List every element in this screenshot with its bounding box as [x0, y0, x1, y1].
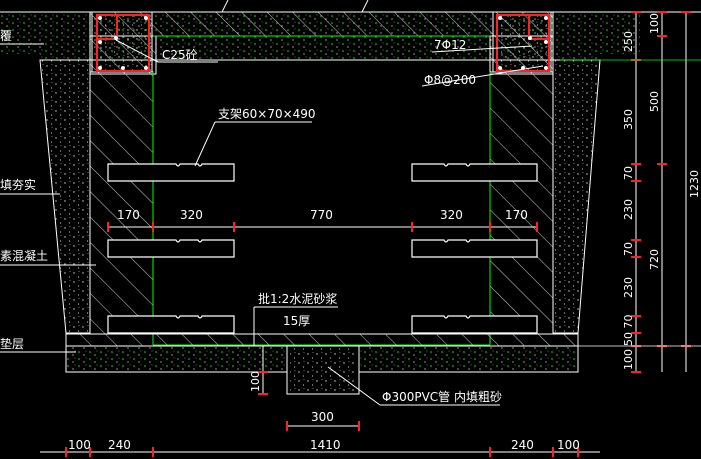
rebar-right	[496, 14, 550, 72]
dim-inner-3: 770	[310, 208, 333, 222]
pvc-pipe-trench	[286, 345, 360, 395]
dim-bottom-5: 100	[557, 438, 580, 452]
label-rebar-main: 7Φ12	[434, 38, 466, 52]
dim-pipe-width-line	[286, 421, 360, 431]
channel-wall-left	[89, 71, 154, 345]
dim-inner-5: 170	[505, 208, 528, 222]
bracket-left-3	[107, 315, 235, 334]
dim-pipe-depth-line	[258, 346, 268, 395]
label-rebar-stirrup: Φ8@200	[424, 73, 476, 87]
dim-v-70a: 70	[622, 166, 635, 180]
dim-pipe-depth: 100	[249, 371, 262, 392]
bracket-right-1	[411, 163, 538, 182]
dim-r-720: 720	[648, 249, 661, 270]
dim-pipe-width: 300	[311, 410, 334, 424]
dim-inner-1: 170	[117, 208, 140, 222]
label-left-1: 覆	[0, 29, 12, 43]
label-mortar-2: 15厚	[283, 314, 310, 328]
label-pvc-pipe: Φ300PVC管 内填粗砂	[382, 389, 502, 404]
dim-v-230b: 230	[622, 277, 635, 298]
leader-lines	[0, 0, 544, 406]
label-left-4: 垫层	[0, 336, 24, 351]
label-left-3: 素混凝土	[0, 248, 48, 263]
dim-inner-row	[107, 222, 538, 232]
label-left-2: 填夯实	[0, 177, 36, 192]
dim-v-350: 350	[622, 109, 635, 130]
dim-v-250: 250	[622, 31, 635, 52]
label-bracket: 支架60×70×490	[218, 107, 316, 121]
dim-bottom-3: 1410	[310, 438, 341, 452]
bracket-right-2	[411, 239, 538, 258]
dim-r-100: 100	[648, 13, 661, 34]
bracket-right-3	[411, 315, 538, 334]
bracket-left-1	[107, 163, 235, 182]
label-concrete-grade: C25砼	[162, 48, 198, 62]
dim-bottom-2: 240	[108, 438, 131, 452]
dim-r-1230: 1230	[688, 170, 701, 198]
dim-right-col	[560, 11, 701, 373]
dim-v-100: 100	[622, 349, 635, 370]
dim-bottom-row	[40, 447, 600, 457]
bracket-left-2	[107, 239, 235, 258]
dim-v-5070: 50 70	[622, 315, 635, 347]
dim-inner-4: 320	[440, 208, 463, 222]
dim-bottom-1: 100	[68, 438, 91, 452]
dim-r-500: 500	[648, 91, 661, 112]
dim-inner-2: 320	[180, 208, 203, 222]
rebar-left	[96, 14, 150, 72]
dim-v-230a: 230	[622, 199, 635, 220]
dim-bottom-4: 240	[511, 438, 534, 452]
cable-brackets	[107, 163, 538, 334]
dim-v-70b: 70	[622, 242, 635, 256]
label-mortar-1: 批1:2水泥砂浆	[258, 291, 337, 306]
